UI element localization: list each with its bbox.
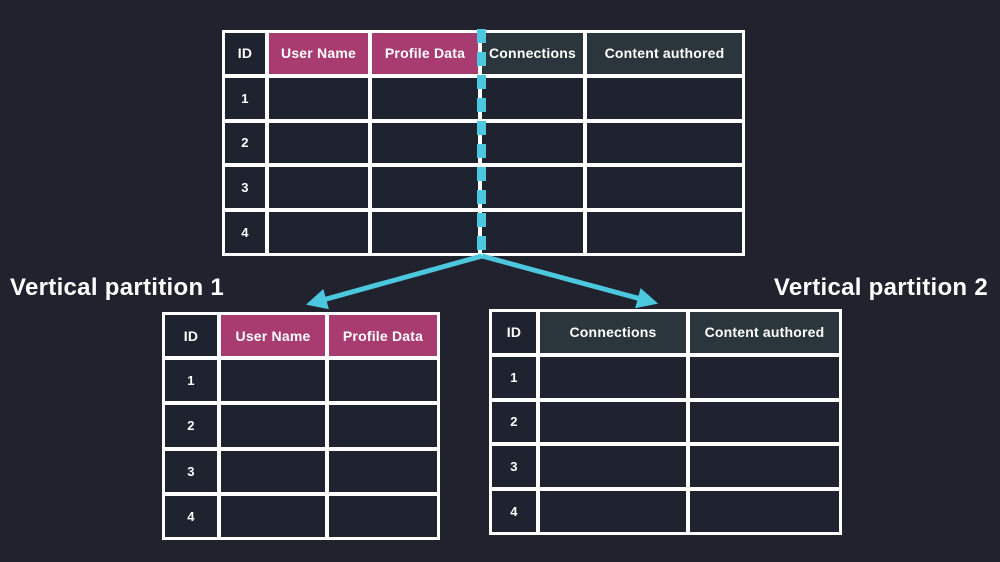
empty-cell xyxy=(540,356,686,398)
partition1-header-id: ID xyxy=(165,315,217,357)
main-row-id: 3 xyxy=(225,167,265,209)
empty-cell xyxy=(587,167,742,209)
empty-cell xyxy=(329,495,437,537)
empty-cell xyxy=(482,122,583,164)
empty-cell xyxy=(372,212,478,253)
empty-cell xyxy=(221,450,325,492)
empty-cell xyxy=(372,77,478,119)
partition1-label: Vertical partition 1 xyxy=(10,274,225,301)
partition2-header-id: ID xyxy=(492,312,536,353)
empty-cell xyxy=(482,212,583,253)
empty-cell xyxy=(540,491,686,532)
empty-cell xyxy=(372,122,478,164)
partition1-row-id: 3 xyxy=(165,450,217,492)
arrow-to-partition2 xyxy=(481,253,659,309)
empty-cell xyxy=(690,446,839,488)
empty-cell xyxy=(221,495,325,537)
partition2-table: ID Connections Content authored 1 2 3 4 xyxy=(489,309,842,535)
main-row-id: 1 xyxy=(225,77,265,119)
empty-cell xyxy=(329,360,437,402)
empty-cell xyxy=(690,356,839,398)
partition2-header-connections: Connections xyxy=(540,312,686,353)
empty-cell xyxy=(587,122,742,164)
empty-cell xyxy=(540,401,686,443)
empty-cell xyxy=(329,405,437,447)
partition1-row-id: 4 xyxy=(165,495,217,537)
empty-cell xyxy=(269,77,368,119)
main-header-profile-data: Profile Data xyxy=(372,33,478,74)
main-header-connections: Connections xyxy=(482,33,583,74)
empty-cell xyxy=(587,212,742,253)
partition2-row-id: 2 xyxy=(492,401,536,443)
partition2-row-id: 4 xyxy=(492,491,536,532)
empty-cell xyxy=(269,122,368,164)
main-header-content-authored: Content authored xyxy=(587,33,742,74)
arrow-to-partition1 xyxy=(305,253,483,310)
partition1-row-id: 1 xyxy=(165,360,217,402)
partition1-table: ID User Name Profile Data 1 2 3 4 xyxy=(162,312,440,540)
empty-cell xyxy=(329,450,437,492)
main-header-user-name: User Name xyxy=(269,33,368,74)
partition1-header-profile-data: Profile Data xyxy=(329,315,437,357)
empty-cell xyxy=(540,446,686,488)
empty-cell xyxy=(372,167,478,209)
main-row-id: 4 xyxy=(225,212,265,253)
partition2-label: Vertical partition 2 xyxy=(773,274,988,301)
empty-cell xyxy=(482,167,583,209)
partition2-row-id: 1 xyxy=(492,356,536,398)
empty-cell xyxy=(587,77,742,119)
partition1-header-user-name: User Name xyxy=(221,315,325,357)
empty-cell xyxy=(690,491,839,532)
main-table: ID User Name Profile Data Connections Co… xyxy=(222,30,745,256)
main-row-id: 2 xyxy=(225,122,265,164)
empty-cell xyxy=(690,401,839,443)
main-header-id: ID xyxy=(225,33,265,74)
partition1-row-id: 2 xyxy=(165,405,217,447)
empty-cell xyxy=(221,360,325,402)
partition2-row-id: 3 xyxy=(492,446,536,488)
empty-cell xyxy=(269,212,368,253)
partition2-header-content-authored: Content authored xyxy=(690,312,839,353)
empty-cell xyxy=(221,405,325,447)
empty-cell xyxy=(269,167,368,209)
empty-cell xyxy=(482,77,583,119)
